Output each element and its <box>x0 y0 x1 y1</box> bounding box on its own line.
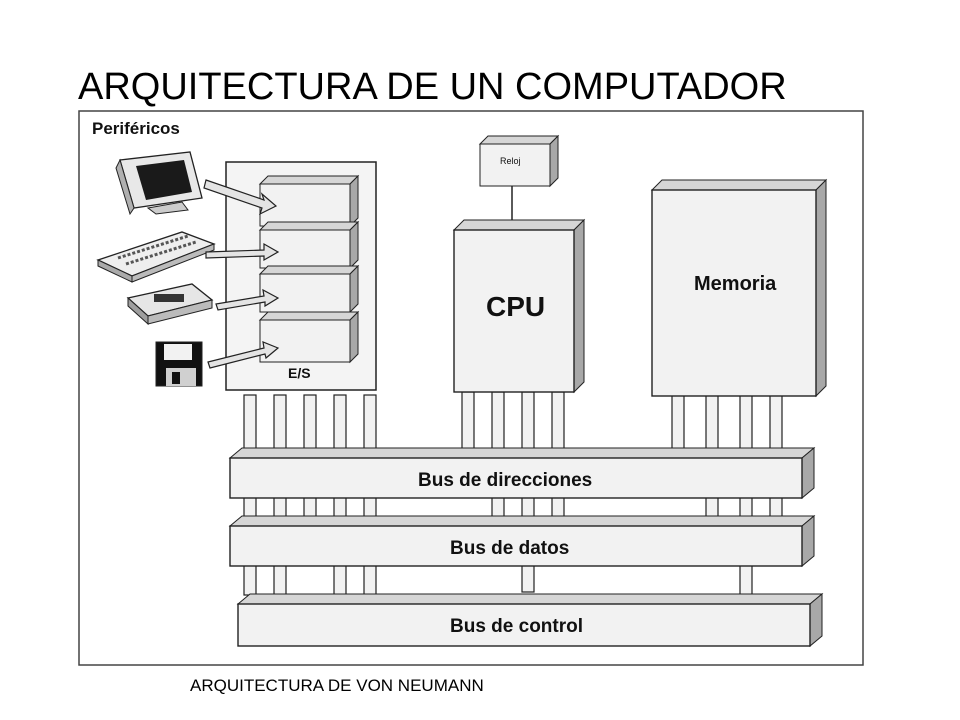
monitor-icon <box>115 151 203 216</box>
address-bus: Bus de direcciones <box>228 446 816 500</box>
memory-label: Memoria <box>694 273 777 295</box>
control-bus: Bus de control <box>236 592 824 648</box>
printer-icon <box>126 283 214 326</box>
von-neumann-diagram: E/S Periféricos <box>78 110 864 666</box>
io-label: E/S <box>288 365 311 381</box>
floppy-disk-icon <box>155 341 203 387</box>
io-port <box>258 264 360 314</box>
control-bus-label: Bus de control <box>450 616 583 637</box>
keyboard-icon <box>96 231 216 283</box>
cpu-box: CPU <box>452 218 586 394</box>
slide-caption: ARQUITECTURA DE VON NEUMANN <box>190 676 484 695</box>
cpu-label: CPU <box>486 291 545 322</box>
peripherals-label: Periféricos <box>92 119 180 138</box>
data-bus: Bus de datos <box>228 514 816 568</box>
io-port <box>258 174 360 228</box>
clock-box: Reloj <box>478 134 560 188</box>
io-port <box>258 220 360 270</box>
memory-box: Memoria <box>650 178 828 398</box>
io-port <box>258 310 360 364</box>
peripheral-arrows <box>203 179 280 369</box>
address-bus-label: Bus de direcciones <box>418 470 592 491</box>
clock-label: Reloj <box>500 156 521 166</box>
slide-title: ARQUITECTURA DE UN COMPUTADOR <box>78 66 787 108</box>
data-bus-label: Bus de datos <box>450 538 569 559</box>
